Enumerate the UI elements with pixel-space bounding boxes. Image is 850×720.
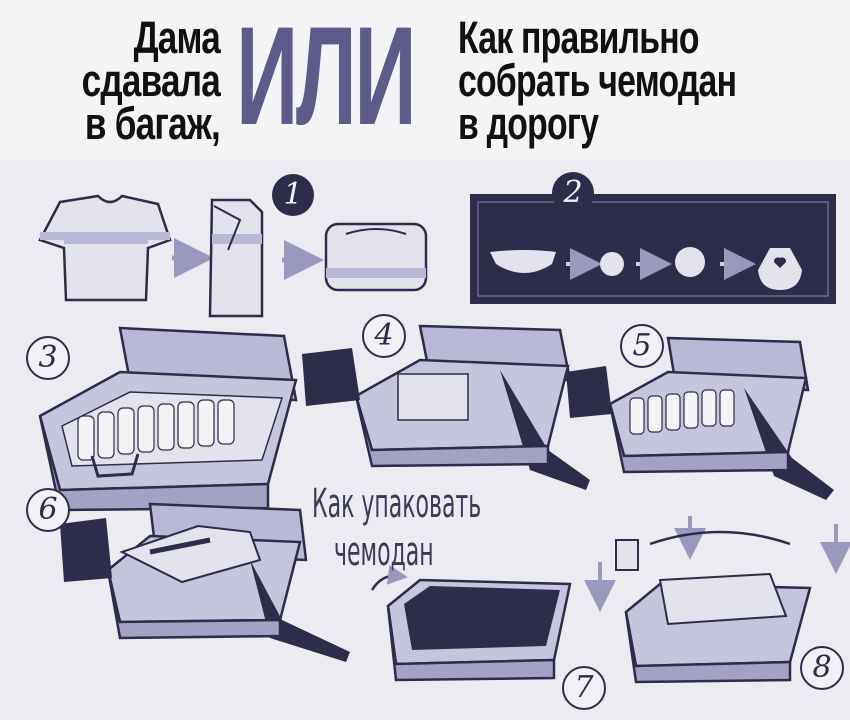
caption-line-1: Как упаковать	[312, 481, 482, 527]
caption-line-2: чемодан	[334, 529, 434, 575]
step-number: 3	[26, 336, 70, 380]
folded-shirt-icon	[208, 198, 264, 318]
step-number: 8	[800, 646, 844, 690]
rolled-shirt-icon	[324, 222, 428, 292]
step-number: 5	[620, 324, 664, 368]
tshirt-icon	[38, 194, 172, 302]
packing-drawing	[38, 194, 850, 684]
header-right-line-1: Как правильно	[458, 12, 700, 63]
step-number: 4	[362, 314, 406, 358]
step-number: 6	[26, 488, 70, 532]
packing-illustration: Как упаковать чемодан 1 2 3 4 5 6 7 8	[0, 160, 850, 720]
step-number: 1	[272, 174, 314, 216]
header-left-text: Дама сдавала в багаж,	[70, 12, 221, 149]
header-right-text: Как правильно собрать чемодан в дорогу	[458, 12, 833, 149]
header-right-line-3: в дорогу	[458, 98, 599, 149]
suitcase-icon	[38, 324, 850, 684]
header-right-line-2: собрать чемодан	[458, 55, 737, 106]
underwear-panel	[470, 194, 836, 304]
header-left-line-2: сдавала	[81, 55, 221, 106]
header-left-line-1: Дама	[133, 12, 221, 63]
header-left-line-3: в багаж,	[84, 98, 221, 149]
header: Дама сдавала в багаж, ИЛИ Как правильно …	[0, 0, 850, 160]
header-or-word: ИЛИ	[236, 0, 417, 154]
caption: Как упаковать чемодан	[312, 480, 482, 576]
step-number: 2	[552, 172, 594, 214]
pouch-icon	[758, 248, 802, 290]
underwear-icon	[490, 250, 556, 273]
step-number: 7	[562, 666, 606, 710]
